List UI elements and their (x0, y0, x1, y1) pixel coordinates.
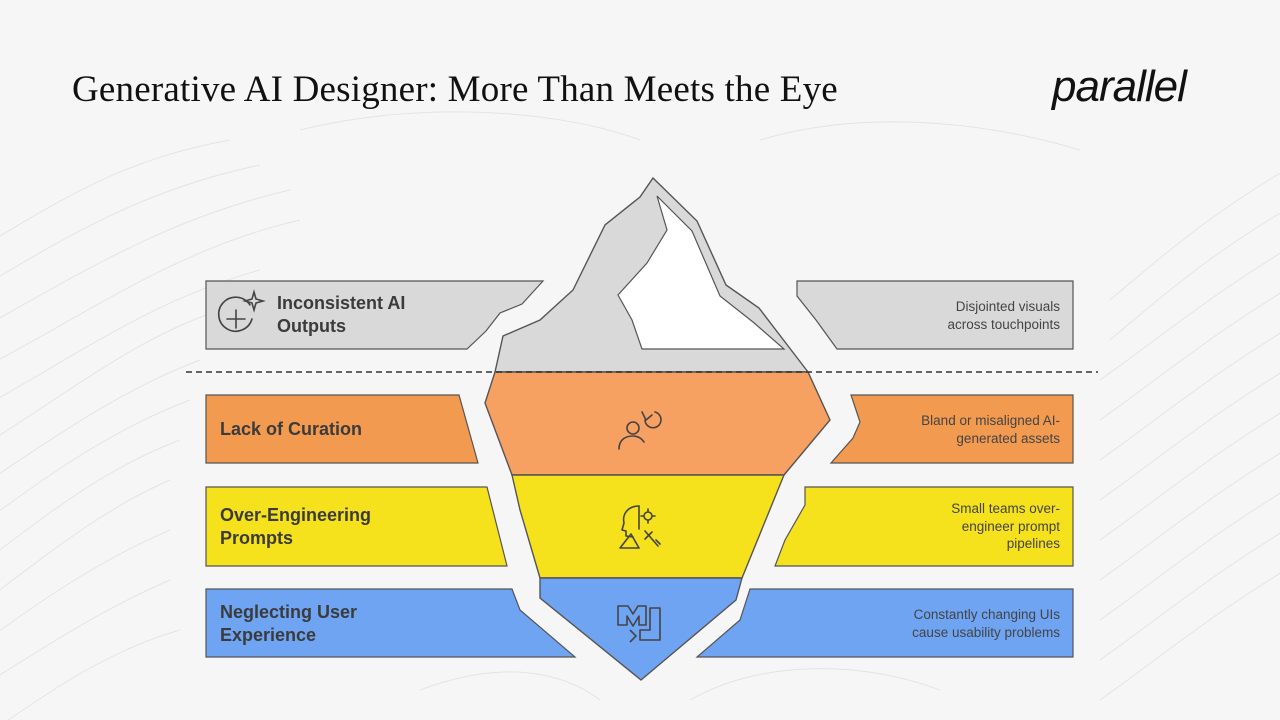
desc-neglecting-user-experience: Constantly changing UIs cause usability … (880, 606, 1060, 641)
iceberg-band-blue (540, 578, 742, 680)
desc-inconsistent-ai-outputs: Disjointed visuals across touchpoints (920, 298, 1060, 333)
desc-lack-of-curation: Bland or misaligned AI-generated assets (900, 412, 1060, 447)
label-neglecting-user-experience: Neglecting User Experience (220, 601, 390, 647)
desc-over-engineering-prompts: Small teams over-engineer prompt pipelin… (920, 500, 1060, 553)
label-over-engineering-prompts: Over-Engineering Prompts (220, 504, 390, 550)
iceberg-band-orange (485, 372, 830, 475)
label-inconsistent-ai-outputs: Inconsistent AI Outputs (277, 292, 427, 338)
iceberg-band-yellow (512, 475, 784, 578)
label-lack-of-curation: Lack of Curation (220, 418, 440, 441)
